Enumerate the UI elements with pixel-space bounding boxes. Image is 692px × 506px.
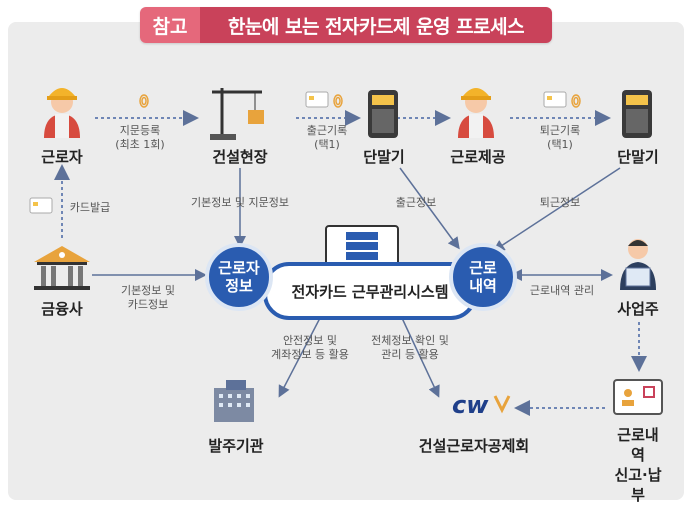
site-label: 건설현장: [212, 148, 268, 166]
building-icon: [214, 380, 254, 422]
note-safety: 안전정보 및 계좌정보 등 활용: [271, 334, 349, 361]
report-label: 근로내역 신고·납부: [614, 426, 662, 504]
title-banner: 참고 한눈에 보는 전자카드제 운영 프로세스: [140, 7, 552, 43]
arrow-terminal-history: [399, 167, 460, 250]
terminal2-label: 단말기: [617, 148, 659, 166]
banner-tag: 참고: [140, 7, 200, 43]
note-history-mgmt: 근로내역 관리: [529, 284, 595, 297]
cwma-label: 건설근로자공제회: [418, 437, 530, 455]
note-full: 전체정보 확인 및 관리 등 활용: [371, 334, 449, 361]
note-basic-fp: 기본정보 및 지문정보: [190, 196, 290, 209]
worker-label: 근로자: [41, 148, 83, 166]
note-checkout: 퇴근기록 (택1): [539, 124, 581, 151]
card-icon: [29, 91, 567, 214]
terminal-label: 단말기: [363, 148, 405, 166]
arrow-system-cwma: [401, 317, 440, 398]
bank-label: 금융사: [41, 300, 83, 318]
banner-title: 한눈에 보는 전자카드제 운영 프로세스: [200, 7, 552, 43]
employer-label: 사업주: [617, 300, 659, 318]
fingerprint-icon: [139, 94, 581, 108]
arrow-system-agency: [278, 317, 321, 398]
work-history-circle: 근로 내역: [449, 243, 517, 311]
note-fingerprint-reg: 지문등록 (최초 1회): [115, 124, 165, 151]
note-checkin: 출근기록 (택1): [306, 124, 348, 151]
employer-icon: [620, 239, 656, 290]
report-icon: [613, 379, 663, 415]
terminal2-icon: [622, 90, 652, 138]
worker-icon: [44, 88, 80, 138]
bank-icon: [34, 246, 90, 290]
note-checkin-info: 출근정보: [395, 196, 437, 209]
note-basic-card: 기본정보 및 카드정보: [120, 284, 176, 311]
labor-worker-icon: [458, 88, 494, 138]
terminal-icon: [368, 90, 398, 138]
note-checkout-info: 퇴근정보: [539, 196, 581, 209]
labor-label: 근로제공: [450, 148, 506, 166]
agency-label: 발주기관: [208, 437, 264, 455]
laptop-icon: [325, 225, 399, 267]
system-box: 전자카드 근무관리시스템: [263, 262, 477, 320]
cw-logo: cw: [452, 391, 489, 419]
note-card-issue: 카드발급: [69, 201, 111, 214]
crane-icon: [210, 88, 264, 140]
arrow-terminal2-history: [492, 167, 621, 252]
worker-info-circle: 근로자 정보: [205, 243, 273, 311]
cw-logo-accent: [493, 395, 511, 414]
